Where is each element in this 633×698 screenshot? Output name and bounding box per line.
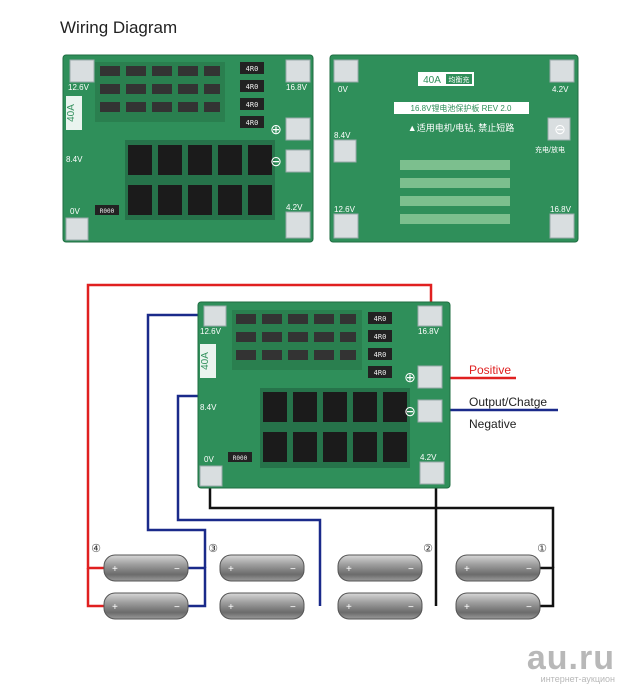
cell-plus: + xyxy=(228,602,234,613)
watermark-logo: au.ru интернет-аукцион xyxy=(527,639,615,684)
cell-minus: − xyxy=(290,602,296,613)
wire-red-bottom xyxy=(86,568,104,608)
watermark-text: au.ru xyxy=(526,639,615,677)
cell-plus: + xyxy=(346,602,352,613)
output-label: Output/Chatge xyxy=(469,395,547,409)
plus-icon: ⊕ xyxy=(404,369,416,385)
current-rating: 40A xyxy=(200,352,211,370)
cell-minus: − xyxy=(526,602,532,613)
battery-cell xyxy=(337,592,423,620)
label-168v: 16.8V xyxy=(286,83,308,92)
watermark-subtext: интернет-аукцион xyxy=(540,674,615,684)
battery-cell xyxy=(103,554,189,582)
pad-42v xyxy=(285,211,311,239)
cell-minus: − xyxy=(290,564,296,575)
model-tag-2: 均衡充 xyxy=(449,75,470,84)
r000-label: R000 xyxy=(233,455,248,462)
label-84v: 8.4V xyxy=(66,155,83,164)
plus-icon: ⊕ xyxy=(270,121,282,137)
battery-cell xyxy=(337,554,423,582)
resistor-label: 4R0 xyxy=(246,65,259,73)
current-rating: 40A xyxy=(66,104,77,122)
label-84v: 8.4V xyxy=(334,131,351,140)
diagram-title: Wiring Diagram xyxy=(60,18,178,37)
cell-plus: + xyxy=(346,564,352,575)
minus-icon: ⊖ xyxy=(404,403,416,419)
negative-label: Negative xyxy=(469,417,517,431)
label-42v: 4.2V xyxy=(286,203,303,212)
cell-plus: + xyxy=(464,602,470,613)
battery-cell xyxy=(103,592,189,620)
pad-plus xyxy=(285,117,311,141)
cell-group-number: ① xyxy=(537,543,547,555)
battery-cell xyxy=(455,554,541,582)
label-42v: 4.2V xyxy=(420,453,437,462)
board-back: 40A 均衡充 16.8V锂电池保护板 REV 2.0 ▲适用电机/电钻, 禁止… xyxy=(329,54,579,243)
wire-126v xyxy=(146,313,210,568)
label-126v: 12.6V xyxy=(200,327,222,336)
resistor-label: 4R0 xyxy=(374,315,387,323)
cell-group-number: ③ xyxy=(208,543,218,555)
cell-plus: + xyxy=(112,564,118,575)
label-168v: 16.8V xyxy=(550,205,572,214)
resistor-label: 4R0 xyxy=(246,83,259,91)
cell-group-number: ② xyxy=(423,543,433,555)
pad-minus xyxy=(285,149,311,173)
board-front: 4R0 4R0 4R0 4R0 R000 40A ⊕ ⊖ 12.6V 16.8V… xyxy=(62,54,314,243)
cell-plus: + xyxy=(112,602,118,613)
resistor-label: 4R0 xyxy=(374,351,387,359)
resistor-label: 4R0 xyxy=(246,119,259,127)
cell-minus: − xyxy=(408,602,414,613)
label-0v: 0V xyxy=(70,207,80,216)
cell-minus: − xyxy=(408,564,414,575)
label-charge: 充电/放电 xyxy=(535,145,565,154)
cell-minus: − xyxy=(526,564,532,575)
cell-minus: − xyxy=(174,602,180,613)
resistor-label: 4R0 xyxy=(374,369,387,377)
battery-cell xyxy=(455,592,541,620)
label-42v: 4.2V xyxy=(552,85,569,94)
minus-icon: ⊖ xyxy=(270,153,282,169)
pad-126v xyxy=(69,59,95,83)
cell-minus: − xyxy=(174,564,180,575)
rev-text: 16.8V锂电池保护板 REV 2.0 xyxy=(411,103,512,113)
resistor-label: 4R0 xyxy=(374,333,387,341)
cell-plus: + xyxy=(228,564,234,575)
wires xyxy=(86,283,558,608)
wire-link-d xyxy=(540,566,555,608)
positive-label: Positive xyxy=(469,363,511,377)
model-tag: 40A xyxy=(423,75,441,86)
minus-icon: ⊖ xyxy=(554,121,566,137)
wire-link-a xyxy=(188,566,207,608)
label-126v: 12.6V xyxy=(68,83,90,92)
warning-text: ▲适用电机/电钻, 禁止短路 xyxy=(408,122,514,133)
label-0v: 0V xyxy=(204,455,214,464)
resistor-label: 4R0 xyxy=(246,101,259,109)
label-168v: 16.8V xyxy=(418,327,440,336)
cell-group-number: ④ xyxy=(91,543,101,555)
label-84v: 8.4V xyxy=(200,403,217,412)
battery-cell xyxy=(219,592,305,620)
label-126v: 12.6V xyxy=(334,205,356,214)
cell-plus: + xyxy=(464,564,470,575)
pad-168v xyxy=(285,59,311,83)
wire-red-top xyxy=(86,283,433,570)
r000-label: R000 xyxy=(100,208,115,215)
pad-0v xyxy=(65,217,89,241)
battery-cells: + − + − + − + − + − + − + − + − ④ ③ ② ① xyxy=(91,543,547,620)
wire-0v xyxy=(208,480,555,568)
wire-84v xyxy=(176,394,322,568)
label-0v: 0V xyxy=(338,85,348,94)
board-bottom: 4R0 4R0 4R0 4R0 R000 40A ⊕ ⊖ 12.6V 16.8V… xyxy=(197,301,451,489)
battery-cell xyxy=(219,554,305,582)
